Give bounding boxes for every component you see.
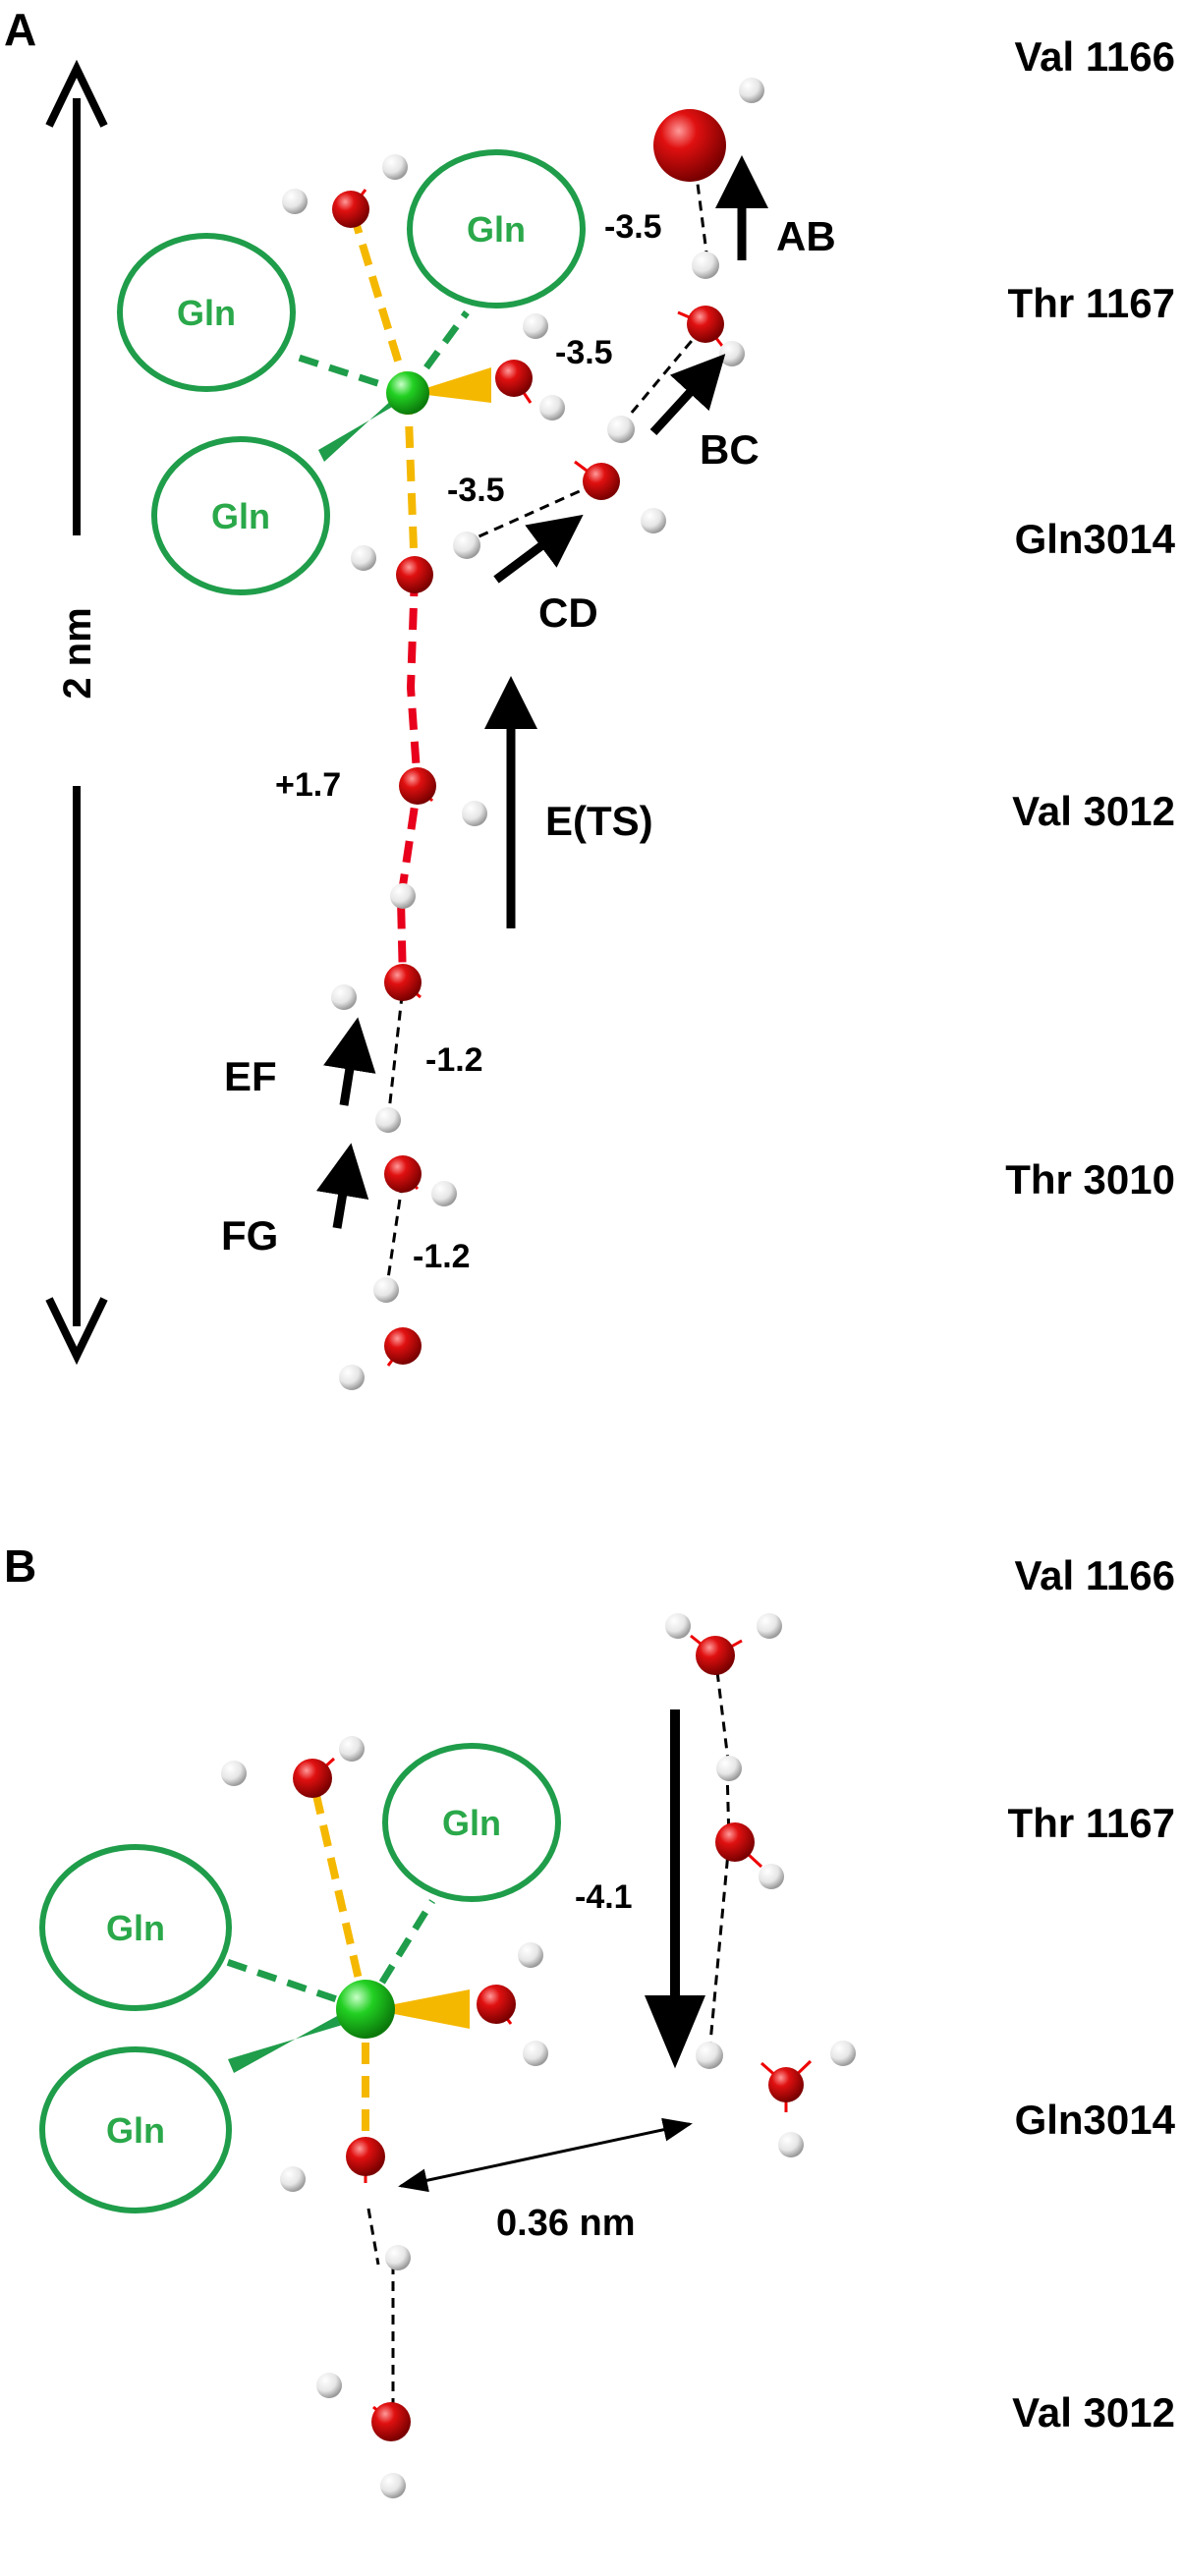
step-label-ab: AB [776, 213, 836, 259]
gln-label: Gln [106, 2110, 165, 2151]
scale-arrow [45, 59, 108, 1366]
residue-val-3012: Val 3012 [1012, 788, 1175, 834]
gln-label: Gln [467, 209, 526, 250]
step-label-bc: BC [700, 426, 760, 473]
energy-fg: -1.2 [413, 1238, 471, 1275]
coordination-bonds [219, 1777, 470, 2156]
energy-ab: -3.5 [604, 208, 662, 246]
step-arrows [315, 155, 768, 1229]
water-molecules [282, 78, 764, 1390]
water-molecules [221, 1613, 856, 2498]
gln-circles [39, 1743, 561, 2213]
distance-label: 0.36 nm [496, 2203, 636, 2244]
gln-circles [117, 149, 586, 595]
energy-cd: -3.5 [447, 472, 505, 509]
gln-label: Gln [442, 1803, 501, 1843]
panel-b-label: B [4, 1540, 36, 1592]
energy-bc: -3.5 [555, 334, 613, 371]
step-label-cd: CD [538, 589, 598, 636]
panel-a: A 2 nm Val 1166 Thr 1167 Gln3014 Val 301… [4, 4, 1176, 1390]
scale-label: 2 nm [56, 607, 99, 699]
gln-label: Gln [211, 496, 270, 536]
residue-thr-3010: Thr 3010 [1005, 1156, 1175, 1203]
residue-gln-3014: Gln3014 [1015, 2097, 1176, 2143]
energy-label: -4.1 [575, 1878, 633, 1916]
transfer-arrow [645, 1709, 705, 2069]
step-label-fg: FG [221, 1212, 278, 1259]
panel-a-label: A [4, 4, 36, 55]
hydrogen-bonds [384, 144, 709, 1293]
distance-arrow [398, 2117, 693, 2193]
panel-b: B Val 1166 Thr 1167 Gln3014 Val 3012 Gln… [4, 1540, 1176, 2498]
residue-thr-1167: Thr 1167 [1008, 1800, 1175, 1846]
gln-label: Gln [106, 1908, 165, 1948]
energy-ets: +1.7 [275, 766, 341, 804]
step-label-ets: E(TS) [545, 798, 653, 844]
residue-thr-1167: Thr 1167 [1008, 280, 1175, 326]
gln-label: Gln [177, 293, 236, 333]
residue-val-1166: Val 1166 [1014, 33, 1175, 80]
step-label-ef: EF [224, 1053, 277, 1099]
residue-gln-3014: Gln3014 [1015, 516, 1176, 562]
energy-ef: -1.2 [425, 1041, 483, 1079]
residue-val-3012: Val 3012 [1012, 2389, 1175, 2436]
residue-val-1166: Val 1166 [1014, 1552, 1175, 1598]
